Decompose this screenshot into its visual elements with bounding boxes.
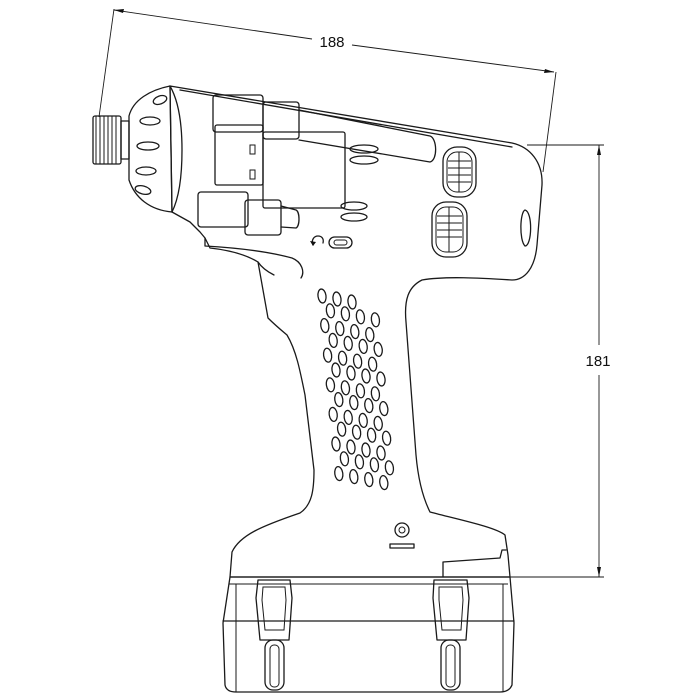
vent-slot bbox=[347, 294, 357, 310]
vent-slot bbox=[350, 323, 360, 340]
upper-grip-button[interactable] bbox=[442, 146, 477, 198]
length-dimension: 188 bbox=[98, 8, 557, 173]
vent-slot bbox=[349, 394, 359, 411]
vent-slot bbox=[384, 460, 395, 476]
vent-slot bbox=[325, 303, 336, 319]
vent-slot bbox=[335, 320, 345, 337]
vent-slot bbox=[328, 406, 338, 423]
vent-slot bbox=[364, 471, 374, 488]
vent-slot bbox=[343, 335, 353, 352]
vent-slot bbox=[334, 391, 344, 408]
vent-slot bbox=[361, 442, 371, 458]
vent-slot bbox=[336, 421, 347, 437]
height-dimension-label: 181 bbox=[585, 353, 610, 370]
vent-slot bbox=[354, 454, 365, 470]
vent-slot bbox=[343, 409, 353, 426]
vent-slot bbox=[355, 383, 366, 399]
vent-slot bbox=[355, 309, 366, 325]
tool-body bbox=[169, 85, 543, 578]
length-dimension-label: 188 bbox=[319, 34, 344, 51]
vent-slot bbox=[373, 415, 383, 432]
grip-vent-pattern bbox=[317, 288, 395, 491]
vent-slot bbox=[340, 380, 351, 396]
battery-release-button[interactable] bbox=[389, 522, 415, 549]
vent-slot bbox=[332, 291, 342, 307]
battery-pack bbox=[222, 576, 515, 693]
vent-slot bbox=[337, 350, 348, 366]
vent-slot bbox=[349, 468, 359, 485]
vent-slot bbox=[376, 371, 386, 387]
vent-slot bbox=[379, 474, 389, 491]
vent-slot bbox=[322, 347, 333, 363]
vent-slot bbox=[331, 436, 341, 452]
vent-slot bbox=[352, 353, 363, 369]
rotate-icon bbox=[310, 235, 324, 246]
vent-slot bbox=[328, 332, 338, 349]
vent-slot bbox=[358, 338, 368, 355]
vent-slot bbox=[361, 368, 371, 384]
battery-latch-left bbox=[255, 579, 293, 691]
vent-slot bbox=[340, 306, 351, 322]
height-dimension: 181 bbox=[502, 144, 611, 578]
vent-slot bbox=[373, 341, 383, 358]
vent-slot bbox=[358, 412, 368, 429]
vent-slot bbox=[320, 317, 330, 334]
control-panel bbox=[197, 94, 437, 236]
battery-latch-right bbox=[432, 579, 470, 691]
vent-slot bbox=[334, 465, 344, 482]
vent-slot bbox=[346, 365, 356, 381]
vent-slot bbox=[369, 457, 380, 473]
vent-slot bbox=[379, 400, 389, 417]
vent-slot bbox=[339, 451, 350, 467]
vent-slot bbox=[381, 430, 392, 446]
vent-slot bbox=[325, 377, 336, 393]
vent-slot bbox=[370, 386, 381, 402]
vent-slot bbox=[376, 445, 386, 461]
vent-slot bbox=[366, 427, 377, 443]
vent-slot bbox=[367, 356, 378, 372]
lower-grip-button[interactable] bbox=[431, 201, 468, 258]
reverse-switch[interactable] bbox=[328, 236, 353, 249]
bit-holder bbox=[92, 115, 130, 165]
rear-knob[interactable] bbox=[520, 209, 532, 247]
vent-slot bbox=[365, 326, 375, 343]
front-nose-cover bbox=[128, 85, 183, 213]
vent-slot bbox=[346, 439, 356, 455]
vent-slot bbox=[317, 288, 327, 304]
vent-slot bbox=[351, 424, 362, 440]
vent-slot bbox=[364, 397, 374, 414]
vent-slot bbox=[370, 312, 381, 328]
vent-slot bbox=[331, 362, 341, 378]
